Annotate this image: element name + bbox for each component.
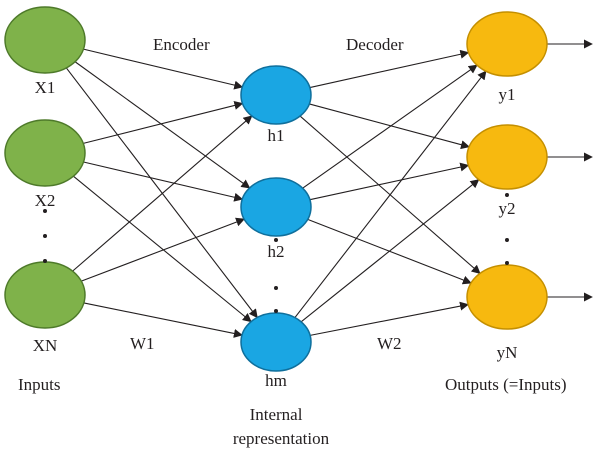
inputs-group-label: Inputs — [18, 375, 61, 394]
edge-xn-hm — [83, 302, 243, 338]
output-label-yn: yN — [497, 343, 518, 362]
input-ellipsis — [43, 209, 47, 263]
edge-x1-h2 — [74, 61, 251, 189]
edge-hm-y1 — [294, 70, 487, 318]
edge-hm-yn — [309, 301, 470, 336]
input-label-x1: X1 — [35, 78, 56, 97]
output-label-y1: y1 — [499, 85, 516, 104]
encoder-connections — [65, 48, 258, 338]
output-node-yn — [466, 264, 548, 330]
hidden-label-h2: h2 — [268, 242, 285, 261]
edge-xn-h2 — [81, 217, 246, 282]
output-label-y2: y2 — [499, 199, 516, 218]
weight-w1-label: W1 — [130, 334, 155, 353]
input-label-x2: X2 — [35, 191, 56, 210]
hidden-label-h1: h1 — [268, 126, 285, 145]
edge-x1-hm — [65, 67, 258, 319]
edge-h1-y1 — [309, 49, 470, 89]
hidden-node-hm — [240, 312, 312, 372]
edge-x2-hm — [73, 175, 252, 323]
edge-hm-y2 — [300, 179, 480, 323]
edge-x1-h1 — [83, 48, 244, 90]
hidden-ellipsis — [274, 238, 278, 313]
internal-group-label-line1: Internal — [250, 405, 303, 424]
encoder-title: Encoder — [153, 35, 210, 54]
outputs-group-label: Outputs (=Inputs) — [445, 375, 567, 394]
output-ellipsis — [505, 193, 509, 265]
hidden-node-h2 — [240, 177, 312, 237]
output-arrows — [547, 39, 593, 302]
input-node-xn — [4, 261, 86, 329]
edge-h2-y1 — [302, 64, 478, 189]
edge-h2-y2 — [309, 162, 470, 201]
input-node-x1 — [4, 6, 86, 74]
decoder-title: Decoder — [346, 35, 404, 54]
output-node-y2 — [466, 124, 548, 190]
output-node-y1 — [466, 11, 548, 77]
edge-x2-h1 — [83, 101, 244, 144]
input-label-xn: XN — [33, 336, 58, 355]
input-layer — [4, 6, 86, 329]
output-layer — [466, 11, 548, 330]
internal-group-label-line2: representation — [233, 429, 330, 448]
edge-x2-h2 — [83, 161, 244, 202]
decoder-connections — [294, 49, 487, 336]
hidden-layer — [240, 65, 312, 372]
input-node-x2 — [4, 119, 86, 187]
edge-h1-y2 — [309, 103, 470, 150]
hidden-label-hm: hm — [265, 371, 287, 390]
hidden-node-h1 — [240, 65, 312, 125]
edge-xn-h1 — [72, 115, 253, 272]
weight-w2-label: W2 — [377, 334, 402, 353]
